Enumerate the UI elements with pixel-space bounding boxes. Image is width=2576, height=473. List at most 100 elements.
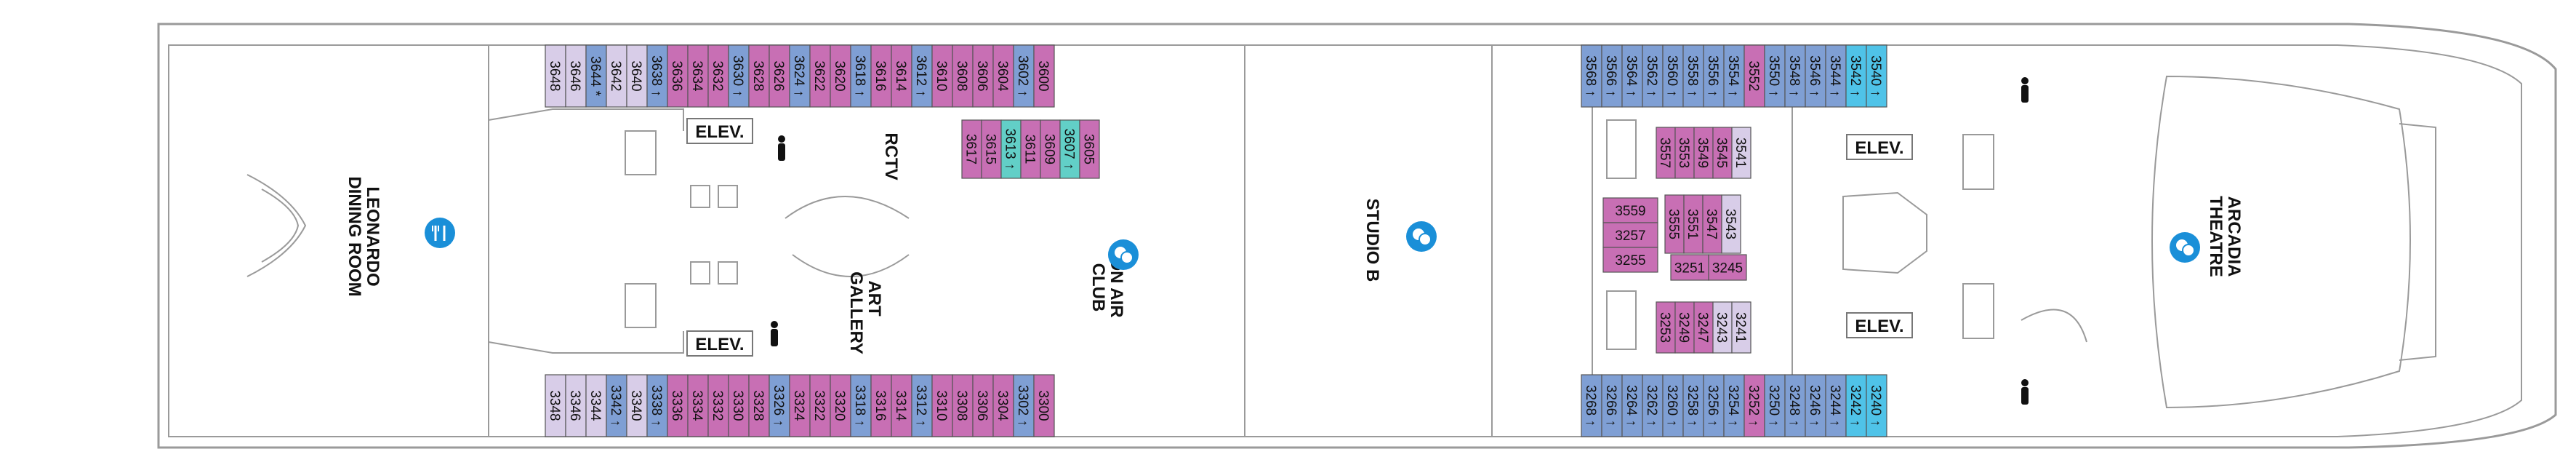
cabin-3336[interactable]: 3336	[667, 374, 689, 437]
cabin-3322[interactable]: 3322	[809, 374, 831, 437]
cabin-3557[interactable]: 3557	[1656, 127, 1676, 179]
cabin-3334[interactable]: 3334	[687, 374, 709, 437]
cabin-3562[interactable]: 3562 ↑	[1642, 44, 1664, 108]
cabin-3646[interactable]: 3646	[565, 44, 587, 108]
cabin-3559[interactable]: 3559	[1602, 197, 1658, 223]
cabin-3249[interactable]: 3249	[1674, 301, 1695, 354]
cabin-3247[interactable]: 3247	[1693, 301, 1714, 354]
cabin-3632[interactable]: 3632	[707, 44, 729, 108]
cabin-3568[interactable]: 3568 ↑	[1581, 44, 1602, 108]
cabin-3255[interactable]: 3255	[1602, 247, 1658, 273]
cabin-3564[interactable]: 3564 ↑	[1621, 44, 1643, 108]
cabin-3257[interactable]: 3257	[1602, 222, 1658, 248]
cabin-3620[interactable]: 3620	[830, 44, 851, 108]
cabin-3312[interactable]: 3312 ↑	[911, 374, 933, 437]
cabin-3314[interactable]: 3314	[891, 374, 912, 437]
cabin-3330[interactable]: 3330	[728, 374, 750, 437]
cabin-3606[interactable]: 3606	[972, 44, 994, 108]
cabin-3308[interactable]: 3308	[952, 374, 974, 437]
cabin-3243[interactable]: 3243	[1712, 301, 1733, 354]
cabin-3551[interactable]: 3551	[1683, 194, 1704, 254]
cabin-3609[interactable]: 3609	[1040, 119, 1061, 179]
cabin-3607[interactable]: 3607 ↑	[1059, 119, 1080, 179]
cabin-3644[interactable]: 3644 *	[585, 44, 607, 108]
cabin-3546[interactable]: 3546 ↑	[1805, 44, 1826, 108]
cabin-3245[interactable]: 3245	[1708, 254, 1747, 281]
cabin-3242[interactable]: 3242 ↑	[1845, 374, 1867, 437]
cabin-3630[interactable]: 3630 ↑	[728, 44, 750, 108]
cabin-3254[interactable]: 3254 ↑	[1723, 374, 1745, 437]
cabin-3240[interactable]: 3240 ↑	[1866, 374, 1887, 437]
cabin-3550[interactable]: 3550 ↑	[1764, 44, 1786, 108]
cabin-3542[interactable]: 3542 ↑	[1845, 44, 1867, 108]
cabin-3604[interactable]: 3604	[992, 44, 1014, 108]
cabin-3600[interactable]: 3600	[1033, 44, 1055, 108]
cabin-3268[interactable]: 3268 ↑	[1581, 374, 1602, 437]
cabin-3634[interactable]: 3634	[687, 44, 709, 108]
cabin-3622[interactable]: 3622	[809, 44, 831, 108]
cabin-3624[interactable]: 3624 ↑	[789, 44, 811, 108]
cabin-3618[interactable]: 3618 ↑	[850, 44, 872, 108]
cabin-3549[interactable]: 3549	[1693, 127, 1714, 179]
cabin-3302[interactable]: 3302 ↑	[1013, 374, 1035, 437]
cabin-3266[interactable]: 3266 ↑	[1601, 374, 1623, 437]
cabin-3241[interactable]: 3241	[1731, 301, 1752, 354]
cabin-3251[interactable]: 3251	[1670, 254, 1709, 281]
cabin-3541[interactable]: 3541	[1731, 127, 1752, 179]
cabin-3636[interactable]: 3636	[667, 44, 689, 108]
cabin-3612[interactable]: 3612 ↑	[911, 44, 933, 108]
cabin-3558[interactable]: 3558 ↑	[1682, 44, 1704, 108]
cabin-3616[interactable]: 3616	[870, 44, 892, 108]
cabin-3545[interactable]: 3545	[1712, 127, 1733, 179]
cabin-3304[interactable]: 3304	[992, 374, 1014, 437]
cabin-3250[interactable]: 3250 ↑	[1764, 374, 1786, 437]
cabin-3260[interactable]: 3260 ↑	[1662, 374, 1684, 437]
cabin-3320[interactable]: 3320	[830, 374, 851, 437]
cabin-3332[interactable]: 3332	[707, 374, 729, 437]
cabin-3610[interactable]: 3610	[931, 44, 953, 108]
cabin-3310[interactable]: 3310	[931, 374, 953, 437]
cabin-3615[interactable]: 3615	[981, 119, 1002, 179]
cabin-3306[interactable]: 3306	[972, 374, 994, 437]
cabin-3614[interactable]: 3614	[891, 44, 912, 108]
cabin-3342[interactable]: 3342 ↑	[606, 374, 627, 437]
cabin-3324[interactable]: 3324	[789, 374, 811, 437]
cabin-3318[interactable]: 3318 ↑	[850, 374, 872, 437]
cabin-3560[interactable]: 3560 ↑	[1662, 44, 1684, 108]
cabin-3640[interactable]: 3640	[626, 44, 648, 108]
cabin-3244[interactable]: 3244 ↑	[1825, 374, 1847, 437]
cabin-3544[interactable]: 3544 ↑	[1825, 44, 1847, 108]
cabin-3338[interactable]: 3338 ↑	[646, 374, 668, 437]
cabin-3252[interactable]: 3252 ↑	[1744, 374, 1765, 437]
cabin-3248[interactable]: 3248 ↑	[1784, 374, 1806, 437]
cabin-3648[interactable]: 3648	[545, 44, 566, 108]
cabin-3300[interactable]: 3300	[1033, 374, 1055, 437]
cabin-3552[interactable]: 3552	[1744, 44, 1765, 108]
cabin-3553[interactable]: 3553	[1674, 127, 1695, 179]
cabin-3556[interactable]: 3556 ↑	[1703, 44, 1725, 108]
cabin-3555[interactable]: 3555	[1664, 194, 1685, 254]
cabin-3344[interactable]: 3344	[585, 374, 607, 437]
cabin-3617[interactable]: 3617	[961, 119, 982, 179]
cabin-3626[interactable]: 3626	[769, 44, 790, 108]
cabin-3566[interactable]: 3566 ↑	[1601, 44, 1623, 108]
cabin-3262[interactable]: 3262 ↑	[1642, 374, 1664, 437]
cabin-3316[interactable]: 3316	[870, 374, 892, 437]
cabin-3540[interactable]: 3540 ↑	[1866, 44, 1887, 108]
cabin-3258[interactable]: 3258 ↑	[1682, 374, 1704, 437]
cabin-3628[interactable]: 3628	[748, 44, 770, 108]
cabin-3326[interactable]: 3326 ↑	[769, 374, 790, 437]
cabin-3543[interactable]: 3543	[1721, 194, 1741, 254]
cabin-3613[interactable]: 3613 ↑	[1000, 119, 1022, 179]
cabin-3608[interactable]: 3608	[952, 44, 974, 108]
cabin-3328[interactable]: 3328	[748, 374, 770, 437]
cabin-3611[interactable]: 3611	[1020, 119, 1041, 179]
cabin-3642[interactable]: 3642	[606, 44, 627, 108]
cabin-3253[interactable]: 3253	[1656, 301, 1676, 354]
cabin-3348[interactable]: 3348	[545, 374, 566, 437]
cabin-3264[interactable]: 3264 ↑	[1621, 374, 1643, 437]
cabin-3346[interactable]: 3346	[565, 374, 587, 437]
cabin-3246[interactable]: 3246 ↑	[1805, 374, 1826, 437]
cabin-3340[interactable]: 3340	[626, 374, 648, 437]
cabin-3605[interactable]: 3605	[1079, 119, 1100, 179]
